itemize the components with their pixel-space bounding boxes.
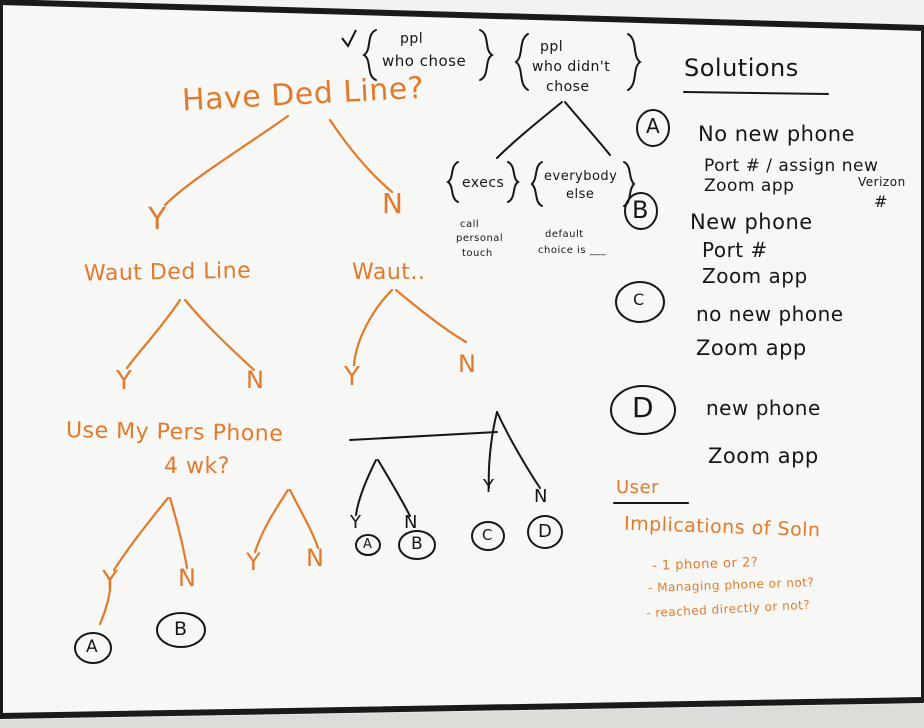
implication-item-1: - 1 phone or 2? [651, 555, 759, 574]
tree-no-4: N [404, 512, 418, 533]
solution-a-line2b: Verizon [858, 175, 906, 189]
solution-d-marker: D [632, 391, 655, 424]
tree-yes-3a: Y [102, 566, 119, 596]
brace-left-icon [446, 161, 459, 203]
tree-no-1: N [382, 187, 404, 220]
leaf-a-label: A [363, 537, 373, 552]
solution-circles [74, 109, 676, 664]
want-ded-line-label: Waut Ded Line [83, 258, 252, 287]
tree-no-3a: N [178, 564, 197, 592]
execs-label: execs [462, 175, 505, 191]
everybody-line1: everybody [544, 169, 618, 184]
solution-c-line1: no new phone [696, 302, 844, 326]
leaf-circle-b-icon [398, 530, 436, 560]
solutions-heading: Solutions [684, 54, 799, 82]
default-line1: default [545, 229, 584, 240]
bottom-circle-b-icon [156, 612, 206, 648]
tree-no-3b: N [306, 544, 325, 572]
tree-no-5: N [534, 486, 548, 507]
call-line3: touch [462, 248, 493, 259]
solution-d-line1: new phone [706, 396, 821, 420]
brace-right-icon [627, 33, 642, 91]
use-pers-phone-label-2: 4 wk? [164, 454, 230, 479]
circle-b-icon [624, 192, 658, 230]
tree-yes-4: Y [350, 512, 362, 533]
solution-b-marker: B [632, 196, 649, 224]
leaf-d-label: D [538, 521, 553, 542]
tree-yes-5: Y [483, 476, 495, 497]
bottom-leaf-a-label: A [86, 637, 99, 657]
group2-line3: chose [546, 79, 590, 95]
solution-b-line1: New phone [690, 210, 813, 234]
group1-line1: ppl [400, 31, 424, 47]
brace-right-icon [479, 29, 494, 81]
user-label: User [616, 477, 660, 498]
tree-yes-3b: Y [246, 548, 262, 576]
solution-a-marker: A [646, 114, 661, 138]
circle-d-icon [610, 385, 676, 435]
tree-no-2b: N [458, 350, 477, 378]
everybody-line2: else [566, 187, 595, 202]
leaf-circle-c-icon [471, 521, 505, 551]
leaf-circle-a-icon [355, 534, 381, 556]
circle-a-icon [636, 109, 670, 147]
leaf-c-label: C [482, 526, 493, 544]
solution-b-line3: Zoom app [702, 264, 808, 288]
check-mark-icon [341, 29, 357, 48]
circle-c-icon [615, 281, 665, 323]
solution-d-line2: Zoom app [708, 444, 819, 468]
tree-yes-1: Y [148, 202, 167, 237]
brace-left-icon [530, 161, 543, 207]
brace-right-icon [507, 161, 520, 203]
group2-line2: who didn't [532, 59, 611, 75]
tree-yes-2b: Y [344, 362, 361, 392]
solution-c-line2: Zoom app [696, 336, 807, 360]
default-line2: choice is ___ [538, 245, 607, 256]
solution-a-line1: No new phone [698, 122, 856, 146]
leaf-b-label: B [411, 534, 424, 554]
solution-c-marker: C [633, 290, 645, 309]
call-line2: personal [456, 233, 504, 244]
group2-line1: ppl [540, 39, 564, 55]
solution-b-line2: Port # [702, 238, 768, 262]
call-line1: call [460, 219, 480, 230]
wall-below-board [0, 704, 924, 728]
use-pers-phone-label: Use My Pers Phone [65, 418, 284, 447]
brace-left-icon [362, 29, 377, 81]
top-tree-branches [349, 91, 829, 517]
want-short-label: Waut.. [352, 260, 426, 285]
tree-no-2a: N [246, 366, 265, 394]
tree-yes-2a: Y [116, 366, 133, 396]
bottom-circle-a-icon [74, 632, 112, 664]
leaf-circle-d-icon [527, 515, 563, 549]
brace-group [362, 29, 642, 207]
solution-a-line3b: # [874, 192, 888, 211]
brace-left-icon [514, 33, 529, 91]
solution-a-line2: Port # / assign new [704, 156, 879, 176]
left-tree-branches [98, 114, 468, 626]
group1-line2: who chose [382, 52, 467, 70]
bottom-leaf-b-label: B [174, 618, 188, 640]
solution-a-line3: Zoom app [704, 176, 795, 196]
